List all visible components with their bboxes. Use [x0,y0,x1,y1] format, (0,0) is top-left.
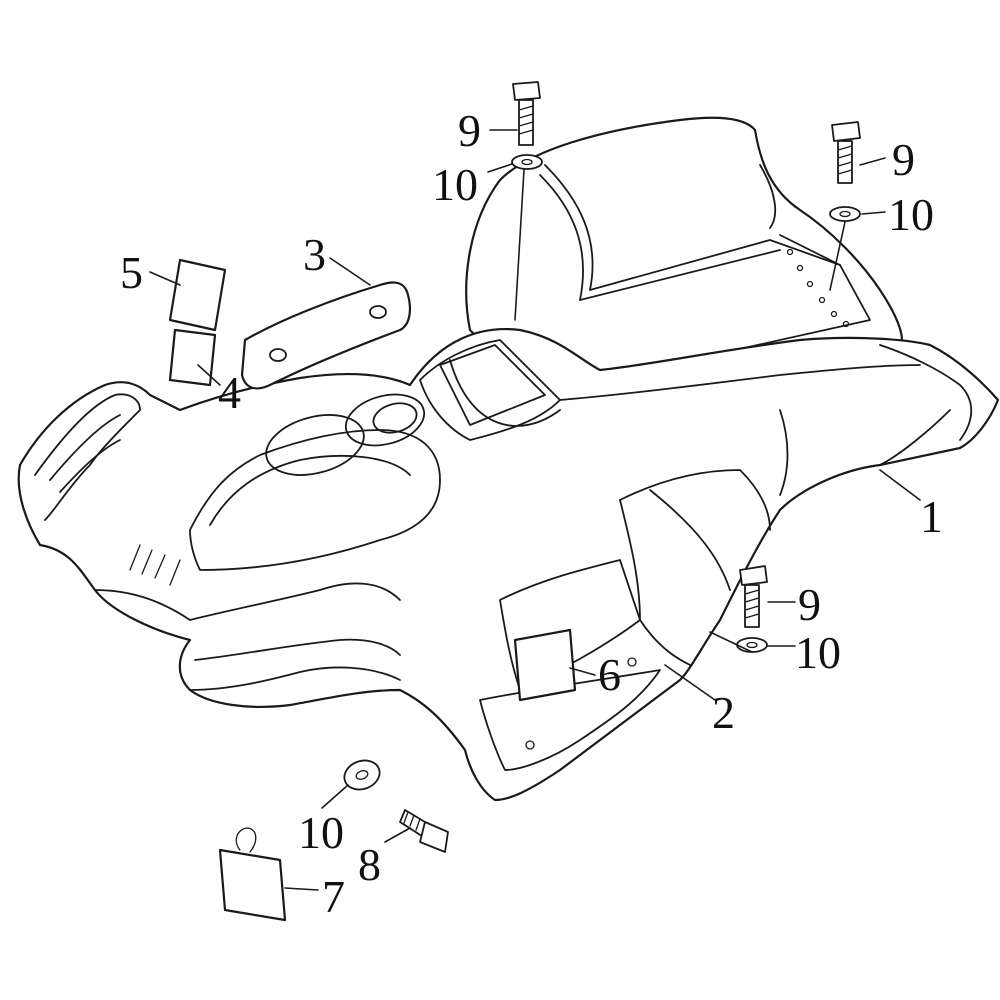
callout-9-top: 9 [458,105,481,156]
washer-10-bottom [343,759,381,791]
bolt-9-right [831,121,861,184]
callout-5: 5 [120,247,143,298]
callout-3: 3 [303,229,326,280]
callout-10-top: 10 [432,159,478,210]
callout-1: 1 [920,491,943,542]
callout-4: 4 [218,367,241,418]
callout-2: 2 [712,687,735,738]
callout-6: 6 [598,649,621,700]
washer-10-top [511,154,543,170]
bolt-9-lower [739,565,768,628]
leader-lines [149,129,921,891]
callout-9-right: 9 [892,134,915,185]
screw-8 [399,809,449,853]
callout-9-lower: 9 [798,579,821,630]
part-7-tag [218,827,287,922]
part-5-decal [168,258,227,332]
part-4-decal [168,328,217,387]
callout-labels: 1 2 3 4 5 6 7 8 9 10 9 10 9 10 10 [120,105,943,922]
callout-10-right: 10 [888,189,934,240]
washer-10-lower [736,637,768,653]
callout-7: 7 [322,871,345,922]
callout-10-lower: 10 [795,627,841,678]
bolt-9-top [512,81,541,146]
callout-10-bottom: 10 [298,807,344,858]
part-3-bracket [240,281,411,390]
washer-10-right [829,206,861,222]
part-6-decal [513,628,577,702]
front-body [17,328,1000,802]
callout-8: 8 [358,839,381,890]
